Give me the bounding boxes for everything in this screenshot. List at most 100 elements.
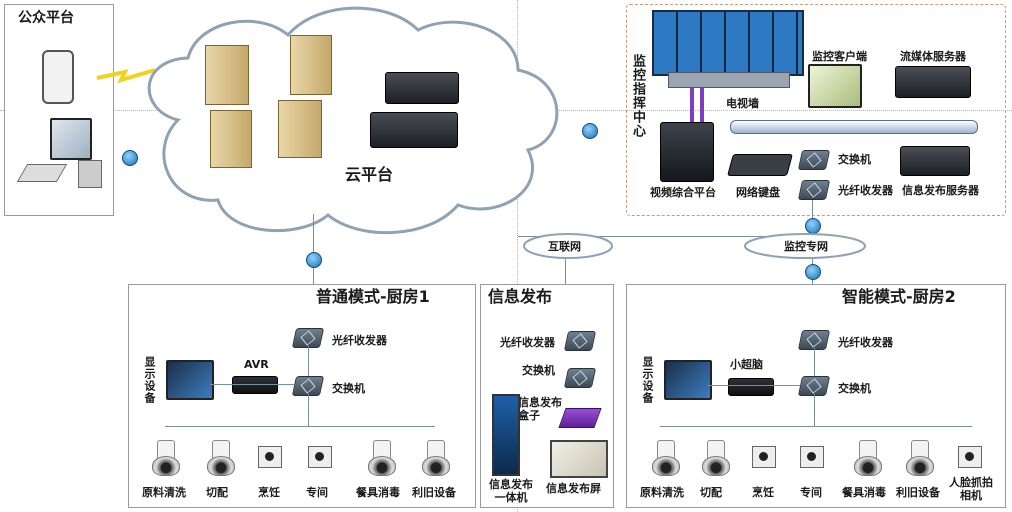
info-release-title: 信息发布	[488, 287, 553, 306]
video-link-icon	[690, 88, 694, 124]
switch-icon	[797, 150, 831, 170]
cloud-server-icon	[290, 35, 332, 95]
monitor-net-label: 监控专网	[784, 240, 828, 253]
info-kiosk-label: 信息发布一体机	[489, 478, 533, 504]
video-platform-icon	[660, 122, 714, 182]
kitchen1-fiber-label: 光纤收发器	[332, 334, 387, 347]
dome-camera-icon	[904, 440, 934, 476]
internet-cloud-shape	[523, 233, 613, 259]
camera-label: 专间	[306, 486, 328, 499]
display-monitor-icon	[166, 360, 214, 400]
phone-icon	[42, 50, 74, 104]
video-link-icon	[700, 88, 704, 124]
camera-label: 切配	[206, 486, 228, 499]
camera-label: 原料清洗	[640, 486, 684, 499]
info-kiosk-icon	[492, 394, 520, 476]
info-box-icon	[558, 408, 602, 428]
camera-label: 原料清洗	[142, 486, 186, 499]
kitchen2-brain-label: 小超脑	[730, 358, 763, 371]
dome-camera-icon	[205, 440, 235, 476]
dome-camera-icon	[420, 440, 450, 476]
fiber-transceiver-icon	[291, 328, 325, 348]
rack-server-icon	[370, 112, 458, 148]
center-switch-label: 交换机	[838, 153, 871, 166]
connector-line	[518, 236, 808, 237]
fiber-transceiver-icon	[563, 331, 597, 351]
monitor-center-title: 监控指挥中心	[630, 54, 645, 138]
info-server-icon	[900, 146, 970, 176]
monitor-client-icon	[808, 64, 862, 108]
center-fiber-label: 光纤收发器	[838, 184, 893, 197]
wireless-link-icon	[96, 68, 156, 84]
video-platform-label: 视频综合平台	[650, 186, 716, 199]
kitchen1-display-label: 显示设备	[143, 356, 156, 404]
guide-line	[517, 0, 518, 512]
camera-label: 切配	[700, 486, 722, 499]
rack-server-icon	[385, 72, 459, 104]
box-camera-icon	[800, 446, 824, 468]
pc-tower-icon	[78, 160, 102, 188]
kitchen2-display-label: 显示设备	[641, 356, 654, 404]
connector-line	[308, 394, 309, 426]
box-camera-icon	[752, 446, 776, 468]
internet-label: 互联网	[548, 240, 581, 253]
monitor-center-panel	[626, 4, 1006, 216]
switch-icon	[291, 376, 325, 396]
media-server-label: 流媒体服务器	[900, 50, 966, 63]
kitchen1-avr-label: AVR	[244, 358, 269, 371]
dome-camera-icon	[650, 440, 680, 476]
camera-label: 利旧设备	[896, 486, 940, 499]
network-keyboard-icon	[727, 154, 793, 176]
kitchen2-switch-label: 交换机	[838, 382, 871, 395]
fiber-transceiver-icon	[797, 330, 831, 350]
connector-line	[708, 385, 800, 386]
camera-label: 烹饪	[752, 486, 774, 499]
computer-monitor-icon	[50, 118, 92, 160]
dome-camera-icon	[150, 440, 180, 476]
dome-camera-icon	[366, 440, 396, 476]
dome-camera-icon	[852, 440, 882, 476]
link-node-icon	[805, 264, 821, 280]
connector-line	[165, 426, 435, 427]
link-node-icon	[582, 123, 598, 139]
switch-icon	[563, 368, 597, 388]
camera-label: 人脸抓拍相机	[949, 476, 993, 502]
tv-wall-label: 电视墙	[726, 97, 759, 110]
connector-line	[308, 346, 309, 376]
network-keyboard-label: 网络键盘	[736, 186, 780, 199]
box-camera-icon	[308, 446, 332, 468]
info-server-label: 信息发布服务器	[902, 184, 979, 197]
link-node-icon	[306, 252, 322, 268]
kitchen1-switch-label: 交换机	[332, 382, 365, 395]
link-node-icon	[122, 150, 138, 166]
tv-wall-icon	[652, 10, 804, 76]
switch-icon	[797, 376, 831, 396]
camera-label: 专间	[800, 486, 822, 499]
public-platform-title: 公众平台	[18, 10, 74, 26]
cloud-server-icon	[210, 110, 252, 168]
monitor-client-label: 监控客户端	[812, 50, 867, 63]
media-server-icon	[895, 66, 971, 98]
connector-line	[210, 384, 294, 385]
bus-bar	[730, 120, 978, 134]
kitchen1-title: 普通模式-厨房1	[316, 287, 430, 306]
fiber-transceiver-icon	[797, 180, 831, 200]
kitchen2-title: 智能模式-厨房2	[842, 287, 956, 306]
info-fiber-label: 光纤收发器	[500, 336, 555, 349]
cloud-server-icon	[278, 100, 322, 158]
camera-label: 利旧设备	[412, 486, 456, 499]
info-box-label: 信息发布盒子	[518, 396, 562, 422]
cloud-server-icon	[205, 45, 249, 105]
camera-label: 餐具消毒	[842, 486, 886, 499]
box-camera-icon	[258, 446, 282, 468]
connector-line	[660, 426, 972, 427]
info-switch-label: 交换机	[522, 364, 555, 377]
camera-label: 餐具消毒	[356, 486, 400, 499]
info-screen-icon	[550, 440, 608, 478]
tv-wall-base-icon	[668, 72, 790, 88]
dome-camera-icon	[700, 440, 730, 476]
display-monitor-icon	[664, 360, 712, 400]
face-capture-camera-icon	[958, 446, 982, 468]
info-screen-label: 信息发布屏	[546, 482, 601, 495]
avr-icon	[232, 376, 278, 394]
